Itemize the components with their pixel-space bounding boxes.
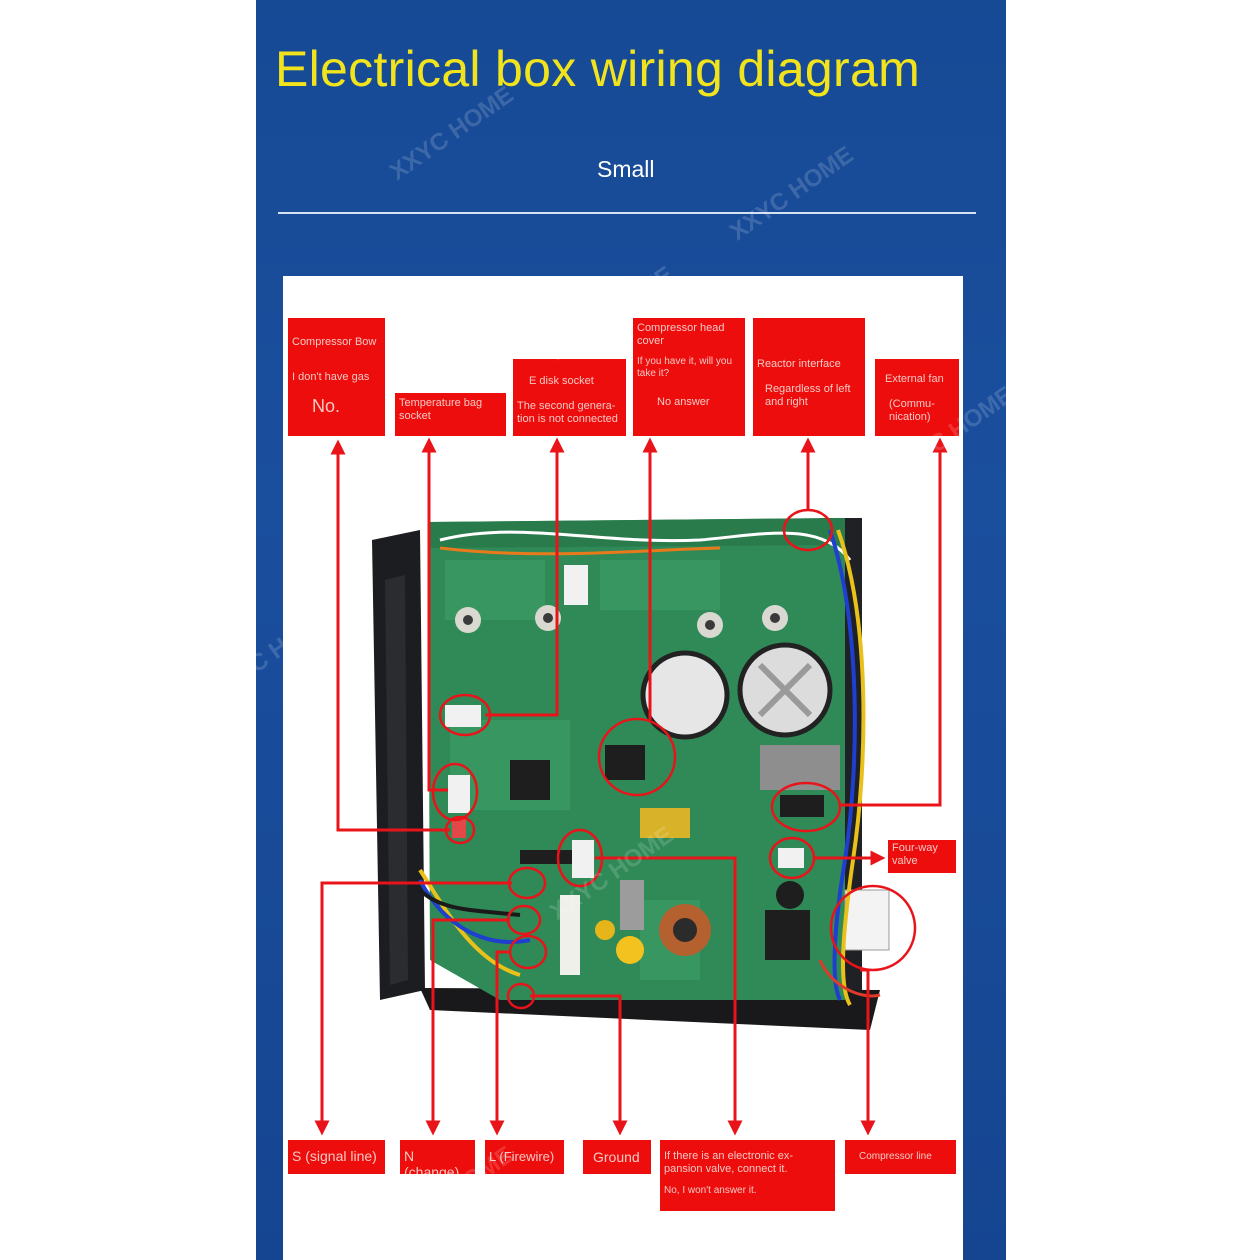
label-firewire-text: L (Firewire) (489, 1149, 555, 1164)
label-compressor-line-text: Compressor line (859, 1151, 932, 1162)
label-compressor-head-note: If you have it, will you take it? (637, 356, 733, 379)
label-e-disk-title: E disk socket (529, 375, 594, 387)
connection-arrows (314, 437, 948, 1136)
label-expansion-valve-note: No, I won't answer it. (664, 1185, 757, 1196)
label-ground: Ground (583, 1140, 651, 1174)
label-compressor-head-title: Compressor head cover (637, 322, 725, 347)
label-ground-text: Ground (593, 1149, 640, 1165)
page-title: Electrical box wiring diagram (275, 41, 921, 97)
label-reactor-interface: Reactor interface Regardless of left and… (753, 318, 865, 436)
label-firewire: L (Firewire) (485, 1140, 564, 1174)
label-four-way-text: Four-way valve (892, 842, 938, 867)
label-external-fan: External fan (Commu-nication) (875, 359, 959, 436)
label-compressor-bow-note: I don't have gas (292, 371, 370, 383)
page-subtitle: Small (597, 156, 655, 182)
label-compressor-bow-title: Compressor Bow (292, 336, 377, 348)
label-expansion-valve-title: If there is an electronic ex-pansion val… (664, 1150, 794, 1175)
label-four-way-valve: Four-way valve (888, 840, 956, 873)
label-compressor-line: Compressor line (845, 1140, 956, 1174)
label-e-disk-socket: E disk socket The second genera-tion is … (513, 359, 626, 436)
label-n-change: N (change) (400, 1140, 475, 1174)
label-compressor-bow-answer: No. (312, 396, 341, 416)
label-signal-line-text: S (signal line) (292, 1148, 377, 1164)
label-expansion-valve: If there is an electronic ex-pansion val… (660, 1140, 835, 1211)
label-compressor-head-cover: Compressor head cover If you have it, wi… (633, 318, 745, 436)
label-reactor-title: Reactor interface (757, 358, 841, 370)
label-e-disk-note: The second genera-tion is not connected (517, 400, 618, 425)
circuit-board (418, 518, 890, 1007)
label-temperature-bag: Temperature bag socket (395, 393, 506, 436)
label-compressor-head-answer: No answer (657, 396, 710, 408)
label-external-fan-title: External fan (885, 373, 944, 385)
label-external-fan-note: (Commu-nication) (889, 398, 935, 423)
label-reactor-note: Regardless of left and right (765, 383, 851, 408)
label-compressor-bow: Compressor Bow I don't have gas No. (288, 318, 385, 436)
label-signal-line: S (signal line) (288, 1140, 385, 1174)
title-divider (278, 212, 976, 214)
highlight-circles (431, 508, 917, 1010)
label-n-change-text: N (change) (404, 1148, 460, 1174)
label-temperature-bag-text: Temperature bag socket (399, 397, 483, 422)
